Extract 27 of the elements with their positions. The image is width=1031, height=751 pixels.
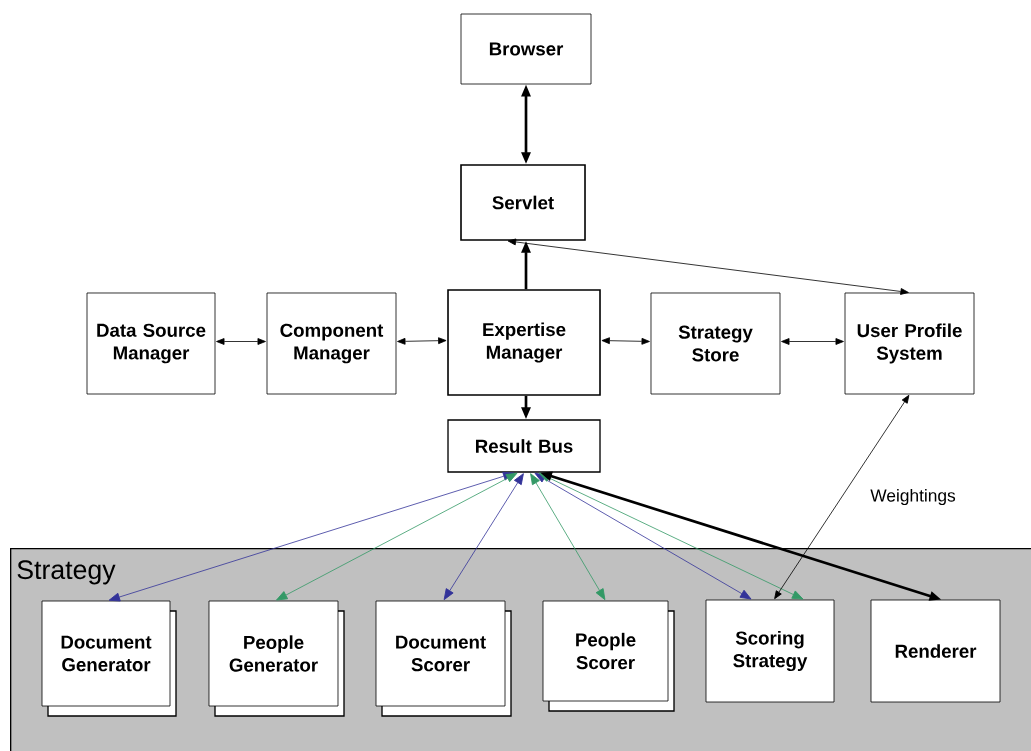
stacked-box: People Scorer xyxy=(542,600,675,712)
process-box: Strategy Store xyxy=(650,292,781,395)
process-box: Browser xyxy=(460,13,592,85)
arrow xyxy=(108,471,515,602)
process-box: Servlet xyxy=(460,164,586,241)
process-box: User Profile System xyxy=(844,292,975,395)
arrow xyxy=(216,338,266,345)
edge-label: Weightings xyxy=(868,487,958,507)
arrow xyxy=(774,394,910,600)
process-box: Data Source Manager xyxy=(86,292,216,395)
stacked-box: Document Generator xyxy=(41,600,177,717)
arrow xyxy=(781,338,844,345)
arrow xyxy=(443,473,524,601)
process-box: Renderer xyxy=(870,599,1001,703)
arrow xyxy=(507,238,909,295)
arrow xyxy=(530,473,606,601)
process-box: Component Manager xyxy=(266,292,397,395)
stacked-box: Document Scorer xyxy=(375,600,512,717)
arrow xyxy=(601,337,650,345)
process-box: Result Bus xyxy=(447,419,601,473)
arrow xyxy=(276,472,518,601)
arrow xyxy=(534,472,752,600)
arrow xyxy=(397,337,447,345)
process-box: Expertise Manager xyxy=(447,289,601,396)
process-box: Scoring Strategy xyxy=(705,599,835,703)
arrow xyxy=(538,472,804,600)
stacked-box: People Generator xyxy=(208,600,345,717)
